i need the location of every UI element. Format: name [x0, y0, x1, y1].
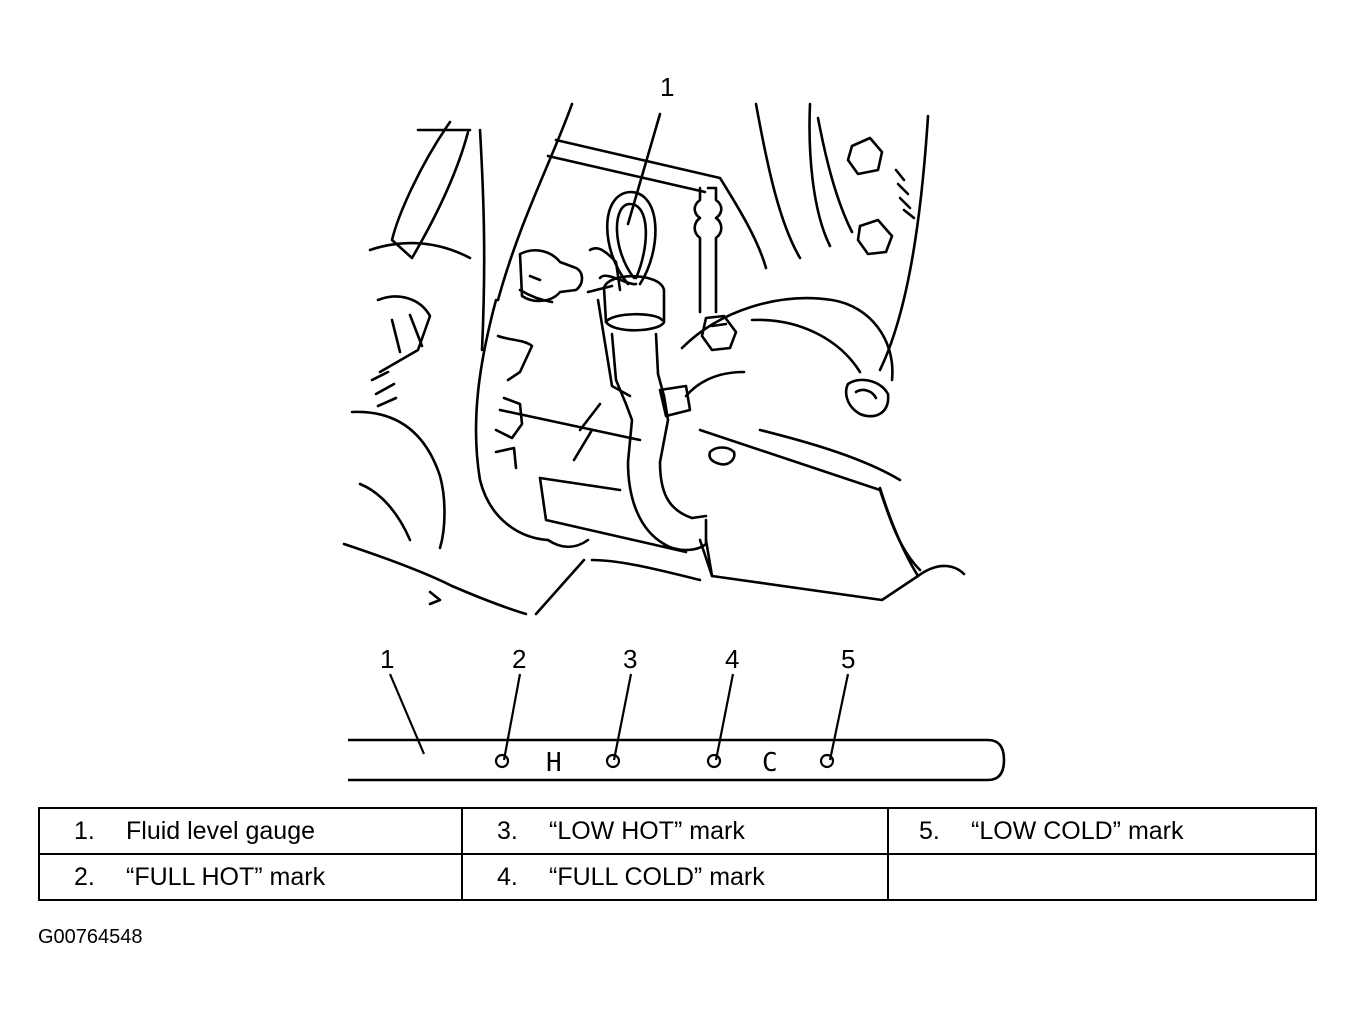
full-cold-mark — [706, 753, 722, 769]
figure-id: G00764548 — [38, 926, 143, 948]
legend-item-1: 1.Fluid level gauge — [38, 807, 463, 855]
right-engine-parts — [680, 102, 966, 602]
leader-line-gauge — [626, 112, 662, 226]
leader-line-5 — [828, 673, 850, 761]
callout-1: 1 — [380, 644, 394, 674]
legend-item-4: 4.“FULL COLD” mark — [461, 853, 889, 901]
dipstick-detail: H C 1 2 3 4 5 — [348, 644, 1006, 782]
full-hot-mark — [494, 753, 510, 769]
cold-mark-letter: C — [762, 748, 778, 778]
leader-line-2 — [502, 673, 522, 761]
left-engine-parts — [350, 102, 574, 550]
legend-item-empty — [887, 853, 1317, 901]
dipstick-blade — [348, 738, 1006, 782]
dipstick — [572, 190, 746, 552]
callout-4: 4 — [725, 644, 739, 674]
legend-row: 1.Fluid level gauge 3.“LOW HOT” mark 5.“… — [38, 807, 1317, 855]
transmission-case — [474, 138, 768, 554]
bolt — [693, 186, 738, 352]
callout-5: 5 — [841, 644, 855, 674]
hot-mark-letter: H — [546, 748, 562, 778]
leader-line-3 — [612, 673, 633, 761]
engine-bay-diagram: 1 H C 1 2 3 4 5 — [342, 72, 1006, 782]
leader-line-4 — [714, 673, 735, 761]
callout-2: 2 — [512, 644, 526, 674]
legend-item-5: 5.“LOW COLD” mark — [887, 807, 1317, 855]
low-cold-mark — [819, 753, 835, 769]
legend-item-2: 2.“FULL HOT” mark — [38, 853, 463, 901]
low-hot-mark — [605, 753, 621, 769]
floor-lines — [342, 542, 702, 616]
callout-fluid-level-gauge: 1 — [660, 72, 674, 102]
callout-3: 3 — [623, 644, 637, 674]
leader-line-1 — [388, 673, 426, 755]
legend-item-3: 3.“LOW HOT” mark — [461, 807, 889, 855]
legend-row: 2.“FULL HOT” mark 4.“FULL COLD” mark — [38, 853, 1317, 901]
legend-table: 1.Fluid level gauge 3.“LOW HOT” mark 5.“… — [38, 807, 1317, 901]
